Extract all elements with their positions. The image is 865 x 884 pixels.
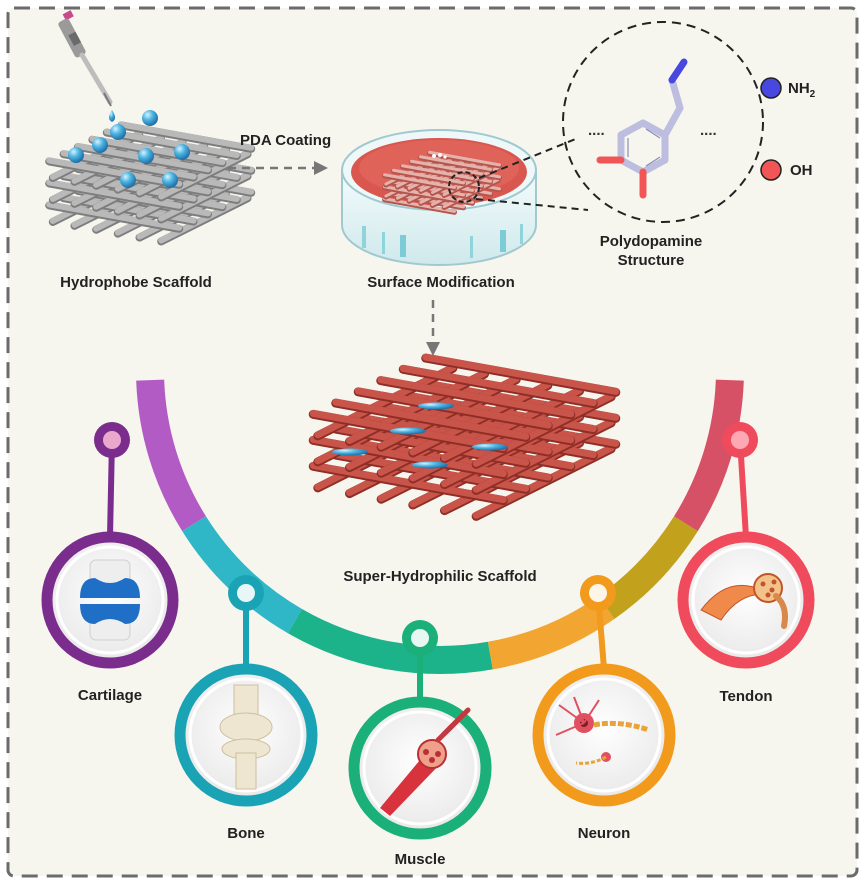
pipette-icon	[58, 10, 115, 122]
tissue-label-neuron: Neuron	[577, 825, 631, 842]
surface-modification-label: Surface Modification	[367, 274, 515, 291]
polydopamine-zoom-circle: .... ....	[562, 21, 764, 223]
dots-right: ....	[700, 122, 717, 139]
legend	[760, 77, 782, 181]
tissue-neuron	[532, 575, 676, 807]
petri-dish-image	[341, 129, 537, 266]
zoom-line	[478, 137, 579, 179]
zoom-line	[475, 198, 589, 211]
cartilage-icon	[80, 559, 140, 641]
dots-left: ....	[588, 122, 605, 139]
tissue-label-bone: Bone	[227, 825, 265, 842]
legend-nh2-label: NH2	[788, 80, 816, 100]
pda-coating-label: PDA Coating	[240, 132, 332, 149]
hydrophobe-scaffold-image	[45, 110, 256, 246]
arrow-right-icon	[228, 161, 328, 175]
legend-oh-label: OH	[790, 162, 813, 179]
tissue-label-tendon: Tendon	[719, 688, 773, 705]
arrow-down-icon	[426, 300, 440, 356]
polydopamine-molecule-image	[596, 58, 688, 199]
bone-icon	[219, 684, 273, 790]
neuron-icon	[555, 696, 650, 765]
tissue-arc	[136, 379, 744, 674]
polydopamine-label-line2: Structure	[617, 252, 685, 269]
tissue-applications	[41, 422, 815, 840]
tissue-label-cartilage: Cartilage	[77, 687, 143, 704]
tissue-cartilage	[41, 422, 179, 669]
tissue-label-muscle: Muscle	[394, 851, 446, 868]
polydopamine-label-line1: Polydopamine	[599, 233, 703, 250]
super-hydrophilic-label: Super-Hydrophilic Scaffold	[343, 568, 537, 585]
tissue-tendon	[677, 422, 815, 669]
super-hydrophilic-scaffold-image	[308, 353, 621, 521]
tendon-icon	[700, 573, 788, 629]
muscle-icon	[380, 707, 471, 816]
hydrophobe-scaffold-label: Hydrophobe Scaffold	[60, 274, 212, 291]
